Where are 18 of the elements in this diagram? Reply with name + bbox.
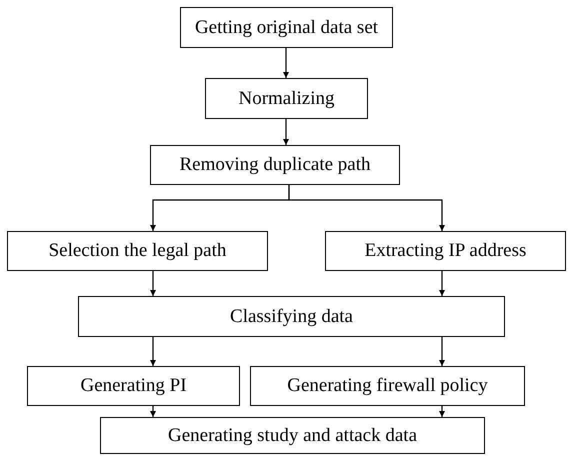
process-box: Removing duplicate path [150, 145, 400, 185]
arrow [150, 271, 156, 296]
arrow [288, 185, 445, 231]
arrow [150, 406, 156, 417]
process-box: Classifying data [78, 296, 505, 337]
arrow [439, 337, 445, 366]
arrow [439, 271, 445, 296]
process-box: Generating PI [27, 366, 240, 406]
process-box: Normalizing [205, 78, 368, 119]
process-box: Extracting IP address [325, 231, 566, 271]
process-box: Generating firewall policy [250, 366, 525, 406]
arrow [439, 406, 445, 417]
arrow [283, 119, 289, 145]
process-box: Getting original data set [180, 7, 393, 48]
process-box: Generating study and attack data [100, 417, 485, 454]
process-box: Selection the legal path [7, 231, 268, 271]
arrow [283, 48, 289, 78]
arrow [150, 337, 156, 366]
